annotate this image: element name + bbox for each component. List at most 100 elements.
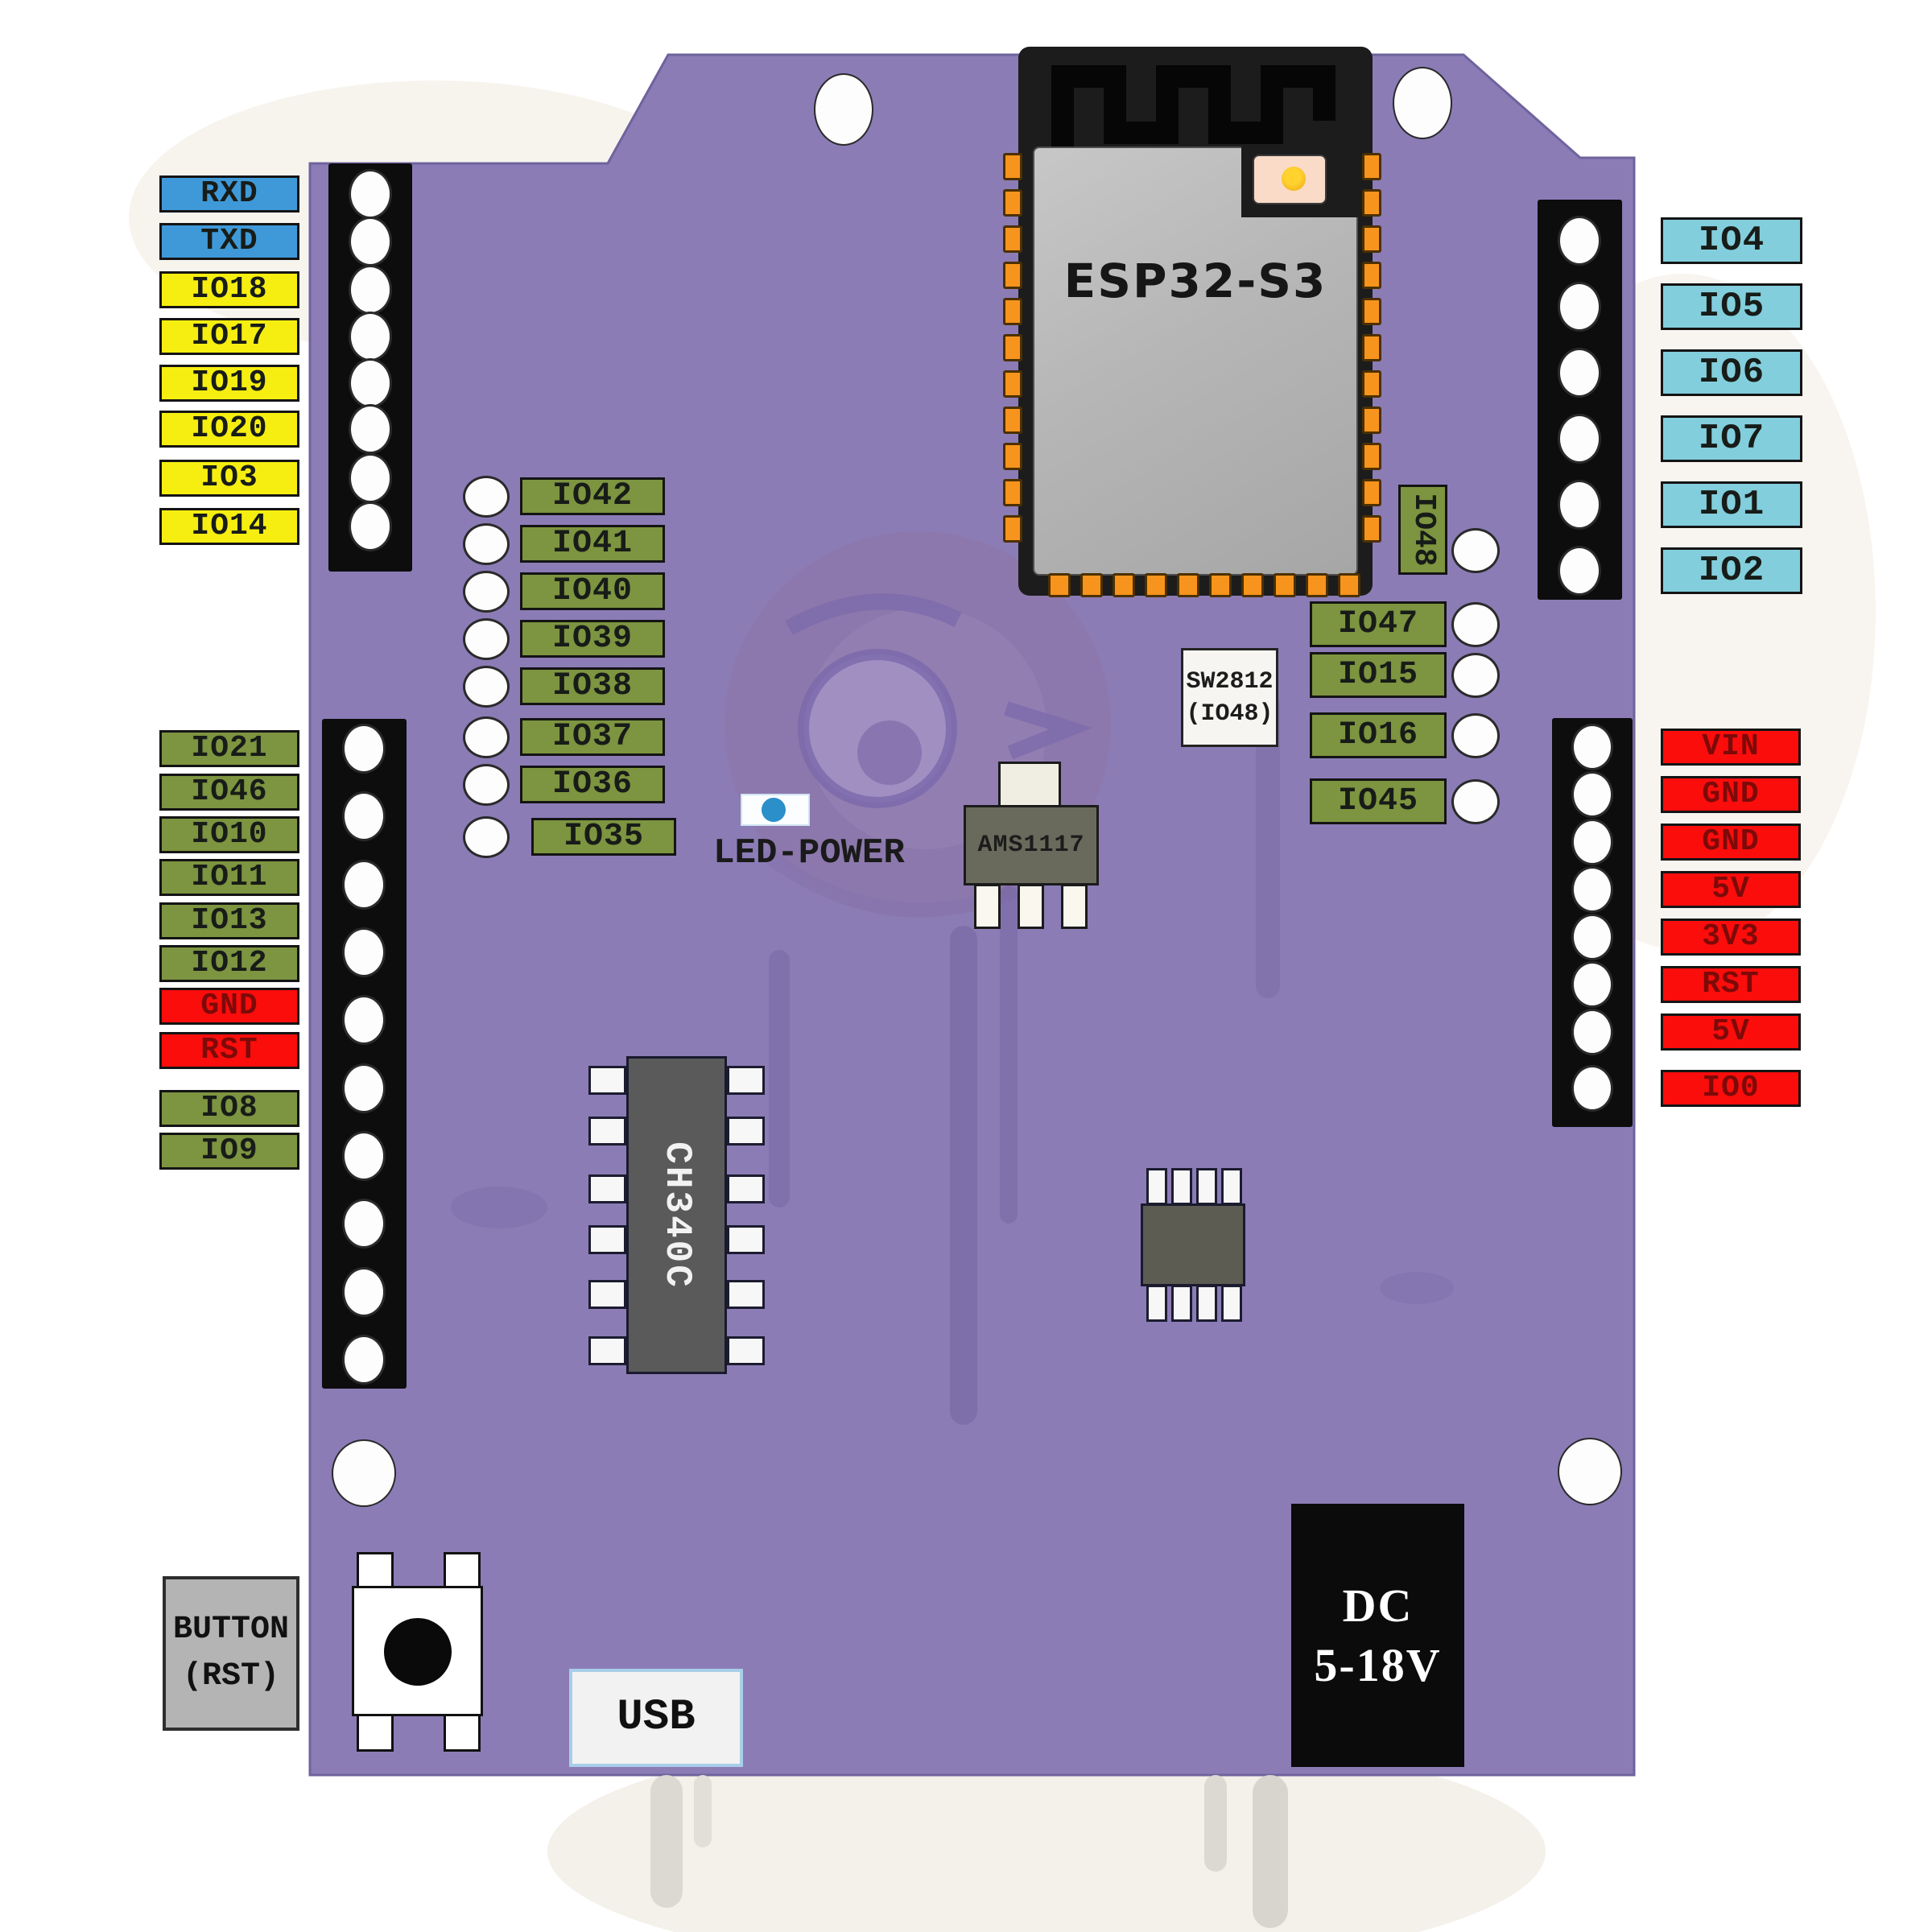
pin-hole (349, 312, 392, 361)
module-pad (1362, 262, 1381, 289)
pin-label-io8: IO8 (159, 1090, 299, 1127)
soic8-pin (1221, 1168, 1242, 1205)
ch340c-pin (588, 1280, 626, 1309)
pin-label-io48: IO48 (1398, 485, 1447, 575)
module-pad (1003, 443, 1022, 470)
module-pad (1003, 225, 1022, 253)
ch340c-chip: CH340C (626, 1056, 727, 1374)
module-pad (1362, 515, 1381, 543)
reset-button-label-line1: BUTTON (172, 1612, 290, 1648)
module-pad (1080, 573, 1103, 597)
pin-hole (349, 502, 392, 551)
power-led-dot-icon (762, 798, 786, 822)
soic8-pin (1196, 1168, 1217, 1205)
ch340c-pin (588, 1225, 626, 1254)
pin-label-io42: IO42 (520, 477, 665, 515)
pin-hole (349, 217, 392, 266)
reset-button-cap (384, 1618, 452, 1686)
pin-hole (342, 995, 386, 1045)
crystal-dot-icon (1282, 167, 1306, 191)
ch340c-pin (727, 1174, 765, 1203)
pin-label-io0: IO0 (1661, 1070, 1801, 1107)
solder-circle (1451, 602, 1500, 647)
pin-label-3v3: 3V3 (1661, 919, 1801, 956)
pin-label-vin: VIN (1661, 729, 1801, 766)
module-label: ESP32-S3 (1063, 254, 1327, 308)
neopixel-note-line2: (IO48) (1186, 700, 1274, 728)
pin-hole (1571, 771, 1613, 818)
ams1117-leg (1018, 884, 1044, 929)
pin-label-io7: IO7 (1661, 415, 1802, 462)
pin-label-io21: IO21 (159, 730, 299, 767)
pin-label-io1: IO1 (1661, 481, 1802, 528)
solder-circle (463, 618, 510, 660)
module-pad (1362, 334, 1381, 361)
drip (694, 1775, 712, 1847)
pin-hole (349, 358, 392, 408)
pin-label-io38: IO38 (520, 667, 665, 705)
ch340c-pin (588, 1066, 626, 1095)
pin-hole (342, 1199, 386, 1249)
ch340c-pin (588, 1174, 626, 1203)
ams1117-leg (974, 884, 1001, 929)
pin-hole (342, 860, 386, 910)
pin-hole (1571, 724, 1613, 770)
pin-label-io37: IO37 (520, 718, 665, 756)
pin-label-rst-left: RST (159, 1032, 299, 1069)
pin-label-io47: IO47 (1310, 601, 1447, 647)
pin-label-io10: IO10 (159, 816, 299, 853)
pin-hole (349, 404, 392, 454)
pin-label-io14: IO14 (159, 508, 299, 545)
pin-hole (1571, 819, 1613, 865)
soic8-pin (1146, 1285, 1167, 1322)
mounting-hole (1393, 67, 1452, 139)
pin-hole (1571, 1065, 1613, 1112)
button-leg (357, 1552, 394, 1591)
pin-label-gnd-2: GND (1661, 824, 1801, 861)
pin-hole (1571, 1009, 1613, 1055)
usb-connector: USB (569, 1669, 743, 1767)
reset-button-label: BUTTON (RST) (163, 1576, 299, 1731)
solder-circle (463, 716, 510, 758)
pin-label-io16: IO16 (1310, 712, 1447, 758)
pin-hole (342, 1131, 386, 1181)
pin-label-rst-right: RST (1661, 966, 1801, 1003)
antenna-icon (1051, 65, 1335, 157)
ch340c-pin (727, 1225, 765, 1254)
pin-label-io9: IO9 (159, 1133, 299, 1170)
reset-button-label-line2: (RST) (182, 1658, 280, 1695)
module-shield (1033, 147, 1358, 576)
solder-circle (1451, 779, 1500, 824)
module-pad (1209, 573, 1232, 597)
pin-label-io4: IO4 (1661, 217, 1802, 264)
button-leg (357, 1713, 394, 1752)
pin-label-io45: IO45 (1310, 778, 1447, 824)
solder-circle (463, 476, 510, 518)
module-pad (1003, 189, 1022, 217)
ams1117-leg (1061, 884, 1088, 929)
pin-hole (342, 927, 386, 977)
module-pad (1362, 225, 1381, 253)
bg-splash (547, 1731, 1546, 1932)
pin-hole (1571, 914, 1613, 960)
module-pad (1362, 479, 1381, 506)
module-pad (1177, 573, 1199, 597)
pin-label-txd: TXD (159, 223, 299, 260)
pin-hole (1558, 414, 1601, 464)
pin-label-io3: IO3 (159, 460, 299, 497)
solder-circle (463, 816, 510, 858)
pin-hole (1558, 282, 1601, 332)
module-pad (1338, 573, 1360, 597)
pin-label-io40: IO40 (520, 572, 665, 610)
module-pad (1362, 298, 1381, 325)
pin-hole (1558, 546, 1601, 596)
pin-label-io20: IO20 (159, 411, 299, 448)
pin-hole (349, 265, 392, 315)
ch340c-pin (727, 1280, 765, 1309)
pin-hole (1558, 216, 1601, 266)
pin-label-5v-2: 5V (1661, 1013, 1801, 1051)
solder-circle (463, 523, 510, 565)
soic8-chip (1141, 1203, 1245, 1286)
pin-label-io2: IO2 (1661, 547, 1802, 594)
